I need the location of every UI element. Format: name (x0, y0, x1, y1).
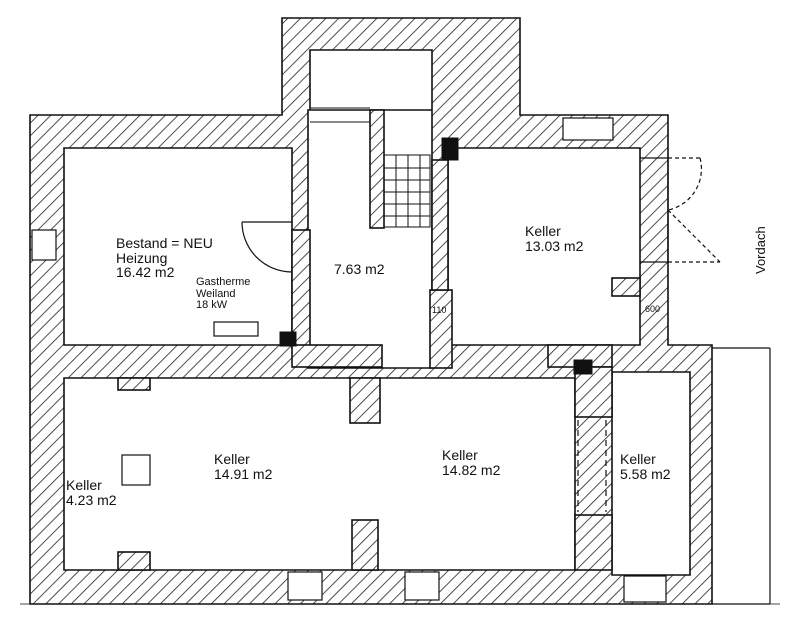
dimension-left: 110 (432, 305, 447, 315)
keller-e-name: Keller (620, 451, 656, 467)
keller-w-area: 4.23 m2 (66, 491, 117, 508)
doors (241, 157, 721, 512)
dimension-right: 600 (645, 304, 661, 314)
room-keller-ne-label: Keller 13.03 m2 (525, 224, 583, 253)
heizung-title: Bestand = NEU (116, 235, 213, 251)
keller-s-area: 14.82 m2 (442, 461, 501, 478)
keller-ne-name: Keller (525, 223, 561, 239)
chimney-markers (279, 137, 593, 375)
vordach-label: Vordach (753, 226, 768, 274)
room-heizung-label: Bestand = NEU Heizung 16.42 m2 (116, 236, 213, 280)
keller-s-name: Keller (442, 447, 478, 463)
room-keller-s-label: Keller 14.82 m2 (442, 448, 500, 477)
staircase (310, 107, 431, 228)
gastherme-line3: 18 kW (196, 299, 228, 312)
windows (31, 117, 667, 603)
room-keller-sw-label: Keller 14.91 m2 (214, 452, 272, 481)
gastherme-line1: Gastherme (196, 276, 251, 288)
heizung-area: 16.42 m2 (116, 264, 175, 281)
terrace-outline (20, 347, 780, 605)
keller-w-name: Keller (66, 477, 102, 493)
gastherme-line2: Weiland (196, 287, 236, 300)
interior-walls (117, 109, 641, 571)
flur-area: 7.63 m2 (334, 261, 385, 277)
keller-sw-area: 14.91 m2 (214, 465, 273, 482)
gastherme-label: Gastherme Weiland 18 kW (196, 276, 251, 312)
room-keller-e-label: Keller 5.58 m2 (620, 452, 671, 481)
heizung-name: Heizung (116, 249, 168, 266)
keller-sw-name: Keller (214, 451, 250, 467)
keller-ne-area: 13.03 m2 (525, 237, 584, 254)
keller-e-area: 5.58 m2 (620, 465, 671, 482)
room-keller-w-label: Keller 4.23 m2 (66, 478, 117, 507)
